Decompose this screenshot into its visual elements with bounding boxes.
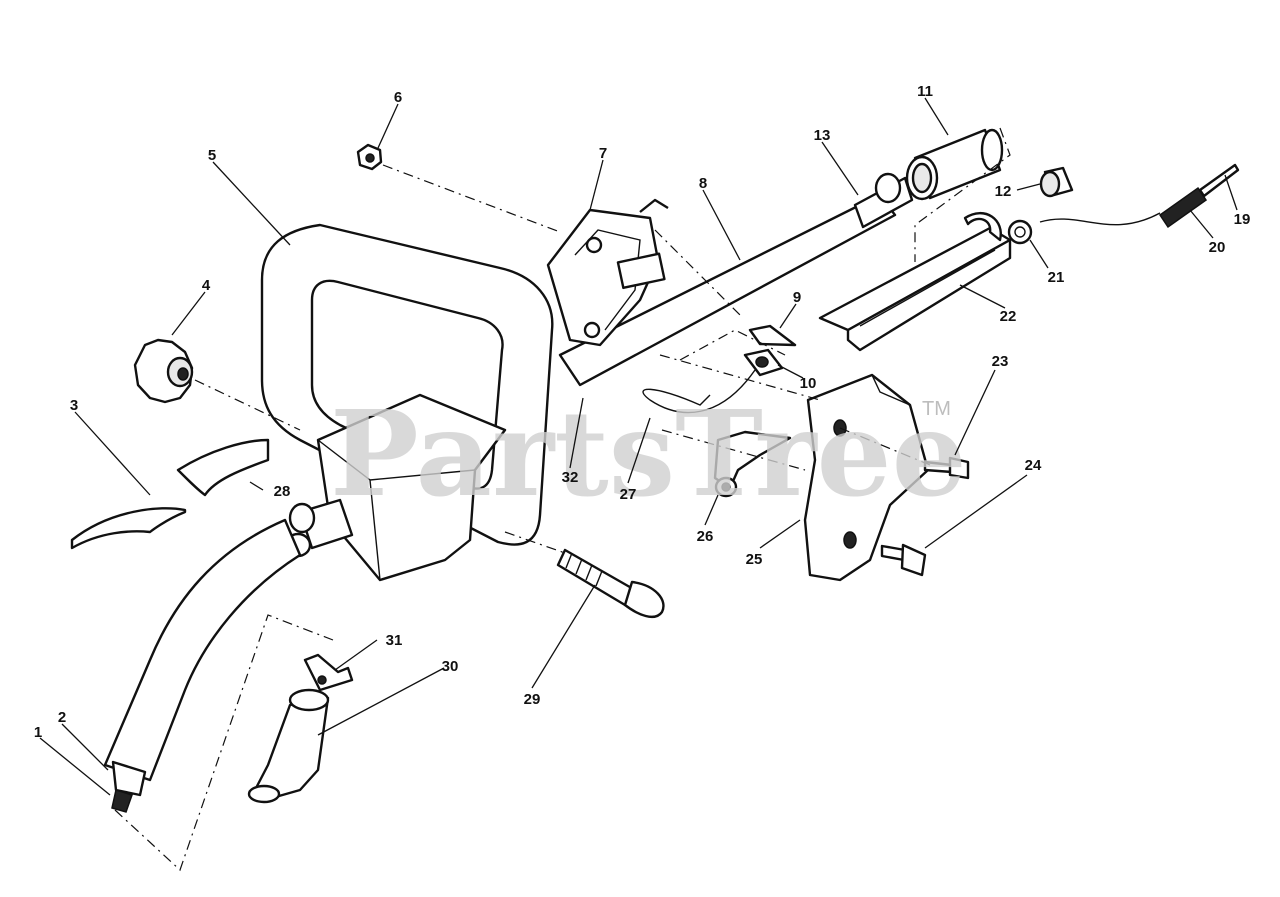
- grip-cover-large: [70, 507, 187, 550]
- callout-19: 19: [1234, 211, 1251, 228]
- callout-29: 29: [524, 691, 541, 708]
- grip-cover-small: [176, 438, 270, 497]
- knob: [133, 338, 194, 404]
- callout-4: 4: [202, 277, 211, 294]
- callout-8: 8: [699, 175, 707, 192]
- shaft-tube: [558, 172, 914, 387]
- callout-20: 20: [1209, 239, 1226, 256]
- leader-lines: [39, 97, 1238, 796]
- screw-lower: [880, 543, 927, 577]
- curved-shaft: [103, 518, 302, 813]
- callout-9: 9: [793, 289, 801, 306]
- callout-13: 13: [814, 127, 831, 144]
- screw-upper: [923, 456, 970, 480]
- callout-26: 26: [697, 528, 714, 545]
- callout-labels: 1 2 3 4 5 6 7 8 9 10 11 12 13 19 20 21 2…: [34, 83, 1251, 741]
- callout-3: 3: [70, 397, 78, 414]
- callout-30: 30: [442, 658, 459, 675]
- callout-32: 32: [562, 469, 579, 486]
- callout-10: 10: [800, 375, 817, 392]
- callout-7: 7: [599, 145, 607, 162]
- switch: [743, 348, 784, 377]
- ferrule: [247, 688, 330, 804]
- watermark-trademark: TM: [922, 398, 951, 420]
- nut: [356, 143, 383, 171]
- part-drawings: [70, 127, 1240, 872]
- spring-rod: [1039, 163, 1240, 229]
- bushing: [1039, 166, 1074, 198]
- callout-25: 25: [746, 551, 763, 568]
- washer-hole: [1014, 226, 1026, 238]
- callout-28: 28: [274, 483, 291, 500]
- callout-2: 2: [58, 709, 66, 726]
- callout-24: 24: [1025, 457, 1042, 474]
- callout-22: 22: [1000, 308, 1017, 325]
- switch-cap: [748, 324, 797, 347]
- coupling-sleeve: [905, 128, 1004, 201]
- callout-11: 11: [917, 83, 933, 100]
- washer: [1007, 219, 1033, 245]
- grip-housing: [284, 393, 507, 582]
- assembly-lines: [114, 127, 1011, 872]
- callout-1: 1: [34, 724, 42, 741]
- bracket-channel: [818, 212, 1012, 352]
- callout-6: 6: [394, 89, 402, 106]
- trigger: [713, 430, 792, 498]
- callout-5: 5: [208, 147, 216, 164]
- callout-31: 31: [386, 632, 403, 649]
- callout-12: 12: [995, 183, 1012, 200]
- carriage-bolt: [556, 548, 665, 619]
- clip: [303, 653, 354, 692]
- callout-21: 21: [1048, 269, 1065, 286]
- watermark: PartsTree: [330, 384, 967, 523]
- callout-27: 27: [620, 486, 637, 503]
- callout-23: 23: [992, 353, 1009, 370]
- mount-bracket: [546, 198, 669, 347]
- switch-wire: [642, 369, 756, 414]
- cover-plate: [803, 373, 930, 582]
